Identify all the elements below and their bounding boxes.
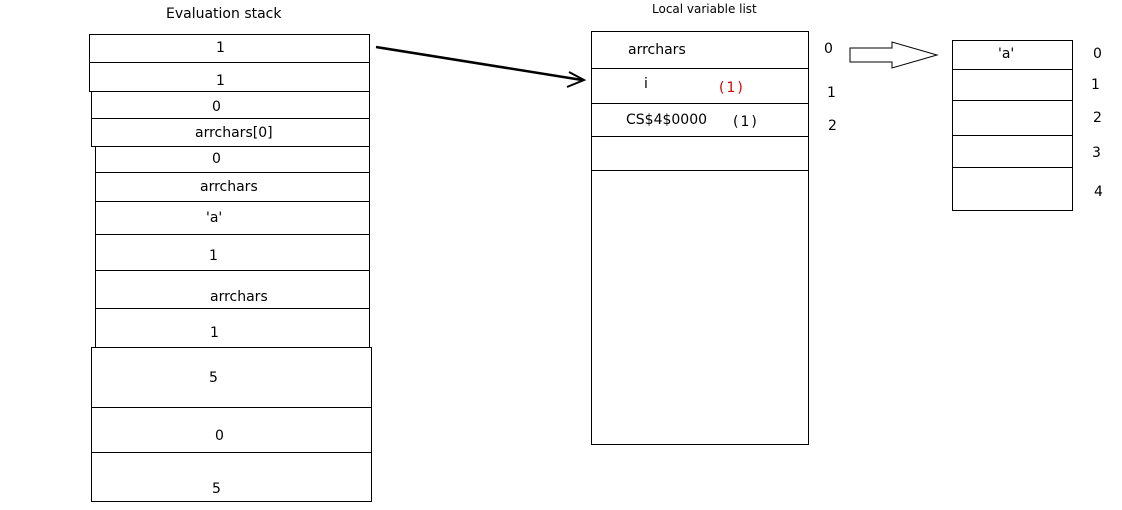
stack-item-value: 'a': [206, 210, 223, 226]
local-variable-index: 1: [827, 85, 836, 101]
stack-item-value: 0: [212, 99, 221, 115]
stack-item: arrchars[0]: [91, 118, 370, 147]
array-cell-value: 'a': [998, 46, 1015, 62]
evaluation-stack-title: Evaluation stack: [166, 6, 282, 22]
local-variable-name: i: [644, 76, 648, 92]
stack-item-value: arrchars[0]: [195, 125, 273, 141]
array-box: 'a': [952, 40, 1073, 211]
hollow-arrow-icon: [849, 41, 939, 69]
stack-item-value: 1: [216, 73, 225, 89]
array-index: 1: [1091, 77, 1100, 93]
row-divider: [592, 103, 808, 104]
local-variable-name: CS$4$0000: [626, 112, 708, 128]
stack-item-value: 0: [212, 151, 221, 167]
local-variable-count: (1): [733, 114, 759, 130]
stack-item-value: 1: [209, 248, 218, 264]
stack-item-value: 5: [209, 370, 218, 386]
stack-item-value: arrchars: [210, 289, 268, 305]
array-divider: [953, 100, 1072, 101]
array-index: 2: [1093, 110, 1102, 126]
array-index: 0: [1093, 46, 1102, 62]
stack-item: arrchars: [95, 270, 370, 309]
local-variable-list: arrchars i (1) CS$4$0000 (1): [591, 31, 809, 445]
local-variable-index: 2: [828, 118, 837, 134]
array-divider: [953, 69, 1072, 70]
row-divider: [592, 136, 808, 137]
stack-item: 0: [95, 146, 370, 173]
arrow-stack-to-locals: [375, 45, 587, 88]
local-variable-list-title: Local variable list: [652, 2, 757, 16]
stack-item-value: arrchars: [200, 179, 258, 195]
array-divider: [953, 135, 1072, 136]
stack-item-value: 0: [215, 428, 224, 444]
stack-item: arrchars: [95, 172, 370, 202]
local-variable-name: arrchars: [628, 42, 686, 58]
stack-item: 1: [89, 62, 370, 92]
stack-item: 1: [95, 308, 370, 348]
stack-item: 5: [91, 347, 372, 408]
array-index: 4: [1094, 184, 1103, 200]
stack-item: 5: [91, 452, 372, 502]
stack-item-value: 5: [212, 481, 221, 497]
row-divider: [592, 170, 808, 171]
stack-item: 1: [95, 234, 370, 271]
local-variable-index: 0: [824, 41, 833, 57]
row-divider: [592, 68, 808, 69]
stack-item-value: 1: [210, 325, 219, 341]
local-variable-count: (1): [719, 80, 745, 96]
stack-item-value: 1: [216, 40, 225, 56]
stack-item: 1: [89, 34, 370, 63]
array-index: 3: [1092, 145, 1101, 161]
array-divider: [953, 167, 1072, 168]
